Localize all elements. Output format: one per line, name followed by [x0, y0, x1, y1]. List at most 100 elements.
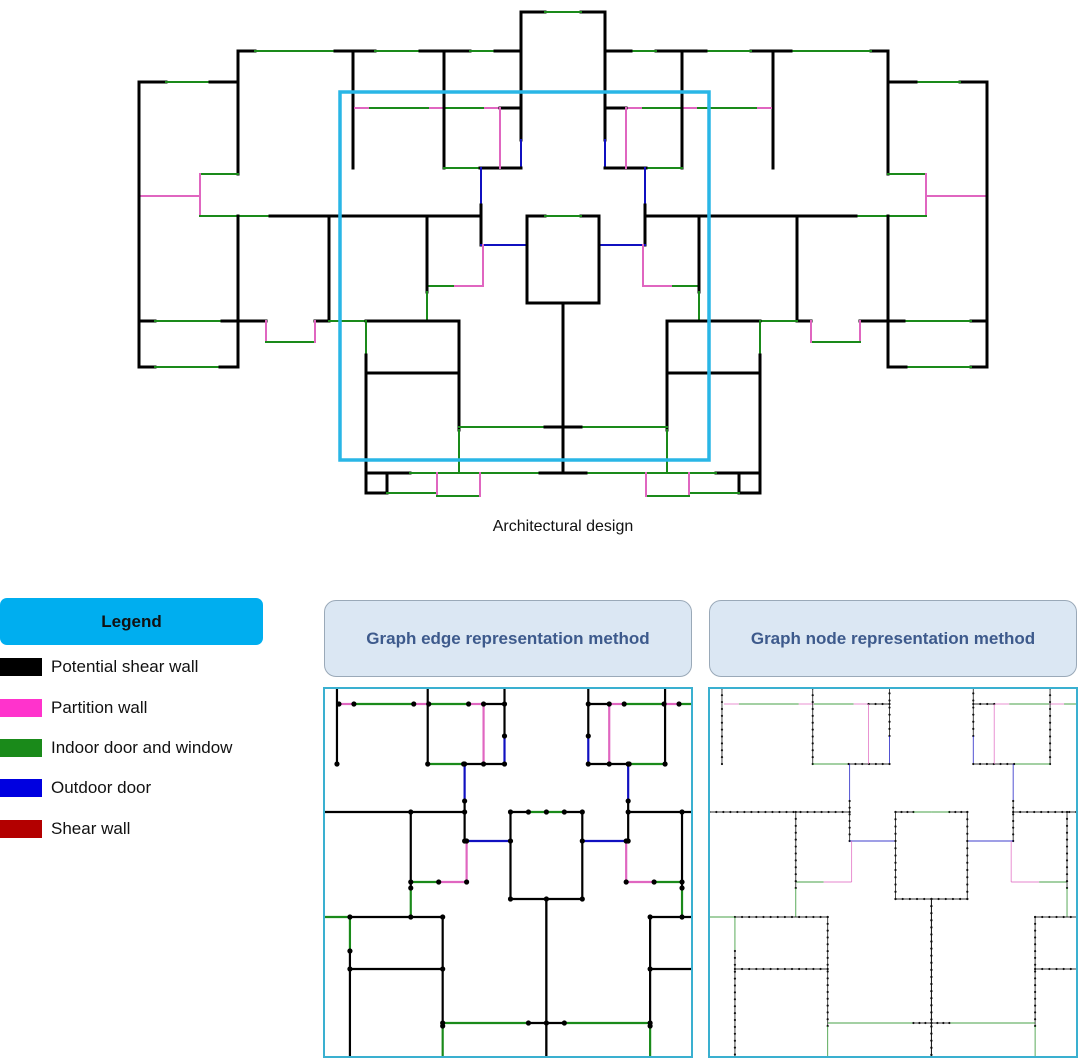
graph-node [764, 810, 767, 814]
graph-node [826, 997, 829, 1000]
graph-node [480, 701, 487, 707]
graph-node [930, 1032, 933, 1035]
graph-node [408, 885, 414, 891]
graph-node [834, 810, 837, 814]
graph-node [811, 700, 814, 704]
graph-node [1034, 922, 1037, 925]
graph-node [1034, 1004, 1037, 1007]
graph-node [561, 809, 567, 815]
legend-label: Indoor door and window [51, 738, 233, 757]
graph-node [986, 702, 989, 706]
graph-node [1034, 997, 1037, 1000]
graph-node [901, 897, 904, 901]
edge-method-title: Graph edge representation method [324, 600, 692, 677]
graph-node [813, 810, 816, 814]
graph-node [585, 733, 591, 739]
graph-node [1048, 742, 1052, 745]
graph-node [930, 968, 933, 971]
graph-node [972, 713, 975, 716]
graph-node [466, 701, 472, 707]
graph-node [720, 714, 724, 717]
graph-node [525, 1020, 532, 1026]
graph-node [1033, 810, 1036, 814]
graph-node [915, 897, 919, 901]
graph-node [1055, 967, 1058, 971]
graph-node [966, 818, 969, 821]
graph-node [783, 915, 786, 919]
graph-node [978, 762, 982, 766]
graph-node [790, 915, 794, 919]
graph-node [1068, 810, 1071, 814]
graph-node [908, 897, 911, 901]
graph-node [733, 1039, 737, 1042]
graph-node [912, 1021, 915, 1025]
graph-node [1034, 956, 1037, 959]
graph-node [1034, 1011, 1037, 1014]
graph-node [794, 810, 797, 814]
graph-node [762, 967, 765, 971]
graph-node [798, 967, 801, 971]
graph-node [1055, 915, 1058, 919]
swatch-blue [0, 779, 42, 797]
graph-node [948, 1021, 951, 1025]
graph-node [826, 929, 829, 932]
graph-node [894, 890, 897, 893]
graph-node [1048, 728, 1052, 731]
graph-node [625, 798, 631, 804]
graph-node [930, 975, 933, 979]
graph-node [440, 966, 446, 972]
swatch-red [0, 820, 42, 838]
graph-node [972, 699, 975, 702]
graph-node [1048, 967, 1051, 971]
graph-node [811, 749, 814, 752]
graph-node [966, 847, 969, 850]
graph-node [930, 926, 933, 929]
graph-node [924, 1021, 927, 1025]
graph-node [826, 977, 829, 980]
graph-node [1048, 735, 1052, 738]
graph-node [894, 883, 897, 886]
graph-node [888, 699, 891, 702]
graph-node [794, 824, 797, 827]
graph-node [507, 896, 514, 902]
node-graph [710, 689, 1076, 1056]
graph-node [811, 742, 814, 745]
graph-node [623, 838, 629, 844]
graph-node [679, 809, 685, 815]
graph-node [888, 702, 891, 706]
graph-node [1065, 824, 1069, 827]
legend-item-shear-wall: Shear wall [0, 819, 130, 839]
graph-node [679, 879, 685, 885]
graph-node [1048, 707, 1052, 711]
graph-node [762, 915, 765, 919]
graph-node [347, 966, 353, 972]
graph-node [733, 1046, 737, 1049]
graph-node [1048, 694, 1052, 697]
graph-node [1065, 866, 1069, 869]
graph-node [585, 761, 591, 767]
graph-node [966, 832, 969, 835]
graph-node [1065, 879, 1069, 883]
graph-node [740, 967, 744, 971]
graph-node [906, 810, 909, 814]
graph-node [733, 977, 737, 980]
graph-node [480, 761, 487, 767]
graph-node [811, 756, 814, 759]
graph-node [812, 915, 815, 919]
graph-node [561, 1020, 567, 1026]
graph-node [798, 915, 801, 919]
graph-node [826, 922, 829, 925]
graph-node [936, 1021, 939, 1025]
graph-node [894, 868, 897, 872]
graph-node [794, 859, 797, 862]
swatch-pink [0, 699, 42, 717]
graph-node [748, 915, 751, 919]
graph-node [676, 701, 682, 707]
graph-node [769, 967, 772, 971]
graph-node [972, 706, 975, 709]
graph-node [1034, 970, 1037, 973]
graph-node [720, 700, 724, 704]
graph-node [679, 885, 685, 891]
graph-node [733, 998, 737, 1001]
graph-node [623, 879, 629, 885]
